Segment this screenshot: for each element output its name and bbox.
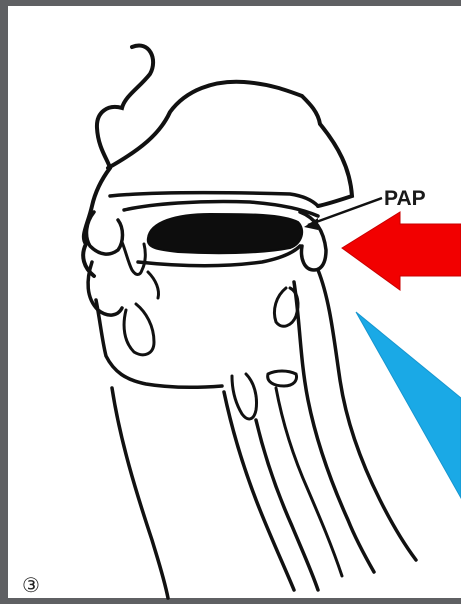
- upper-lip-outline: [87, 212, 123, 254]
- lower-lip-outline: [88, 262, 122, 315]
- hyoid-outline: [268, 371, 297, 386]
- larynx-outline: [232, 374, 257, 419]
- nasal-cavity-outline: [108, 82, 352, 206]
- panel-number: ③: [22, 573, 40, 597]
- red-arrow: [342, 212, 461, 290]
- lower-teeth-outline: [148, 272, 159, 298]
- epiglottis-outline: [274, 288, 298, 326]
- trachea-right-wall: [256, 420, 318, 590]
- pharynx-posterior-wall: [318, 270, 416, 560]
- nasopharynx-inner-line: [110, 193, 318, 206]
- pap-device: [148, 214, 302, 253]
- pap-leader-line: [308, 198, 382, 225]
- neck-front-outline: [112, 388, 168, 598]
- teeth-outline: [122, 242, 145, 275]
- mandible-inner-outline: [124, 304, 154, 355]
- blue-wedge: [356, 312, 461, 498]
- pharynx-anterior-wall: [294, 282, 374, 572]
- pap-label: PAP: [384, 187, 426, 210]
